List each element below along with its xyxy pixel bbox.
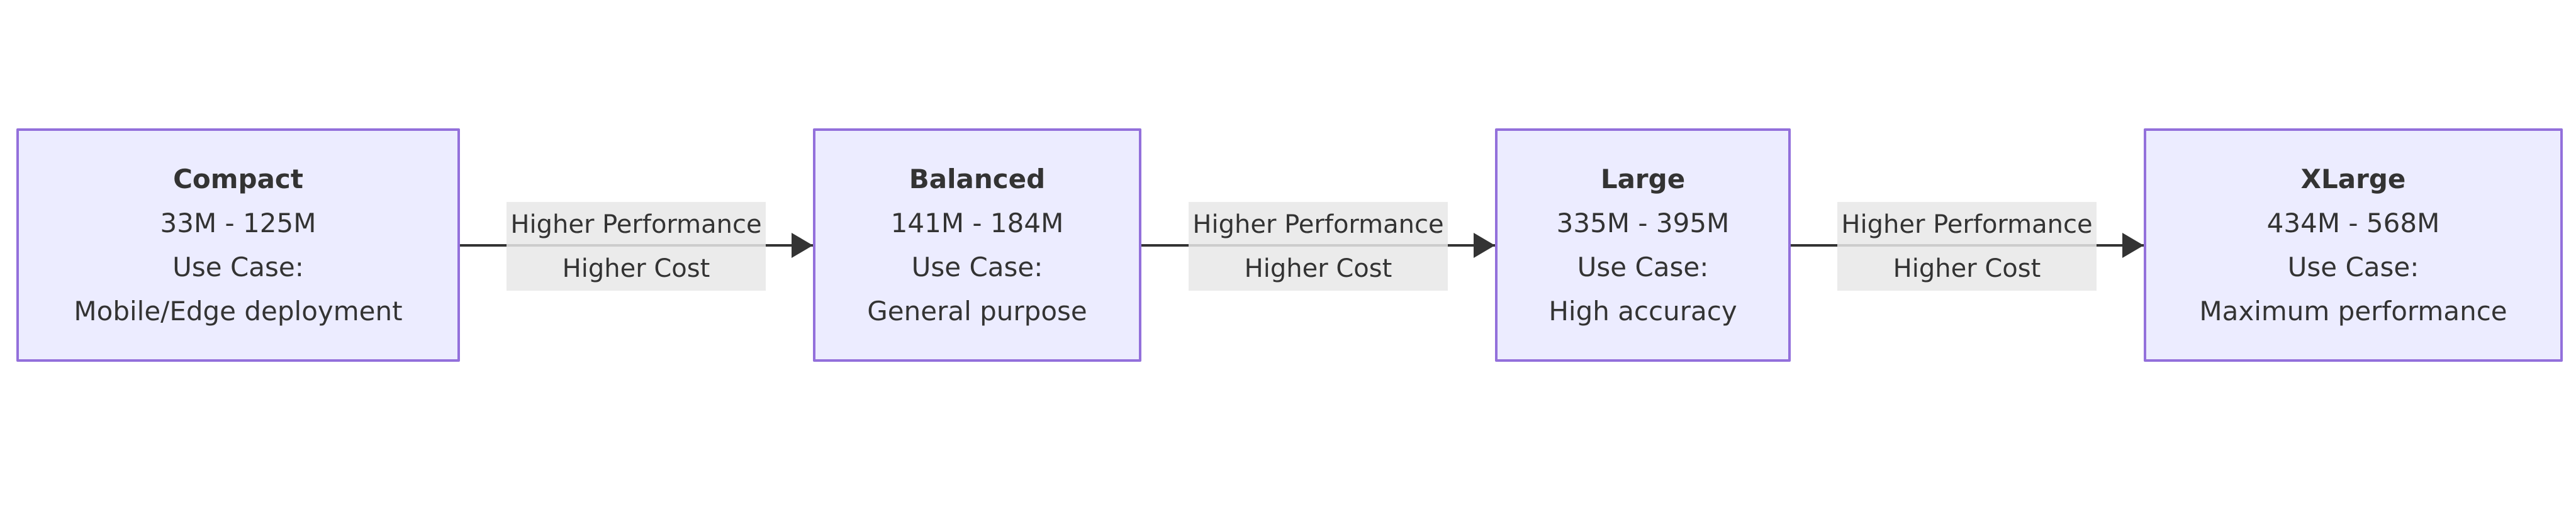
edge-label: Higher Performance Higher Cost	[1189, 202, 1448, 291]
node-use-case: Maximum performance	[2199, 295, 2507, 327]
edge-label-performance: Higher Performance	[510, 210, 762, 239]
arrowhead-icon	[2122, 233, 2144, 258]
node-large: Large 335M - 395M Use Case: High accurac…	[1495, 128, 1791, 362]
edge-label-performance: Higher Performance	[1841, 210, 2093, 239]
node-param-range: 335M - 395M	[1556, 207, 1730, 238]
node-title: Balanced	[909, 163, 1046, 194]
node-title: Large	[1600, 163, 1686, 194]
node-use-case: High accuracy	[1548, 295, 1737, 327]
arrowhead-icon	[792, 233, 813, 258]
node-param-range: 434M - 568M	[2266, 207, 2440, 238]
node-use-case-label: Use Case:	[2287, 251, 2419, 282]
edge-label-cost: Higher Cost	[1244, 254, 1392, 283]
node-title: XLarge	[2300, 163, 2406, 194]
node-title: Compact	[173, 163, 303, 194]
edge-label-cost: Higher Cost	[1893, 254, 2041, 283]
node-balanced: Balanced 141M - 184M Use Case: General p…	[813, 128, 1141, 362]
edge-label: Higher Performance Higher Cost	[1837, 202, 2097, 291]
node-param-range: 141M - 184M	[890, 207, 1064, 238]
arrowhead-icon	[1474, 233, 1495, 258]
node-use-case-label: Use Case:	[911, 251, 1043, 282]
edge-label-performance: Higher Performance	[1192, 210, 1444, 239]
node-use-case: General purpose	[867, 295, 1087, 327]
node-use-case-label: Use Case:	[172, 251, 304, 282]
node-xlarge: XLarge 434M - 568M Use Case: Maximum per…	[2144, 128, 2563, 362]
node-use-case: Mobile/Edge deployment	[74, 295, 403, 327]
node-param-range: 33M - 125M	[160, 207, 316, 238]
node-use-case-label: Use Case:	[1577, 251, 1709, 282]
edge-label: Higher Performance Higher Cost	[507, 202, 766, 291]
node-compact: Compact 33M - 125M Use Case: Mobile/Edge…	[16, 128, 460, 362]
edge-label-cost: Higher Cost	[562, 254, 710, 283]
